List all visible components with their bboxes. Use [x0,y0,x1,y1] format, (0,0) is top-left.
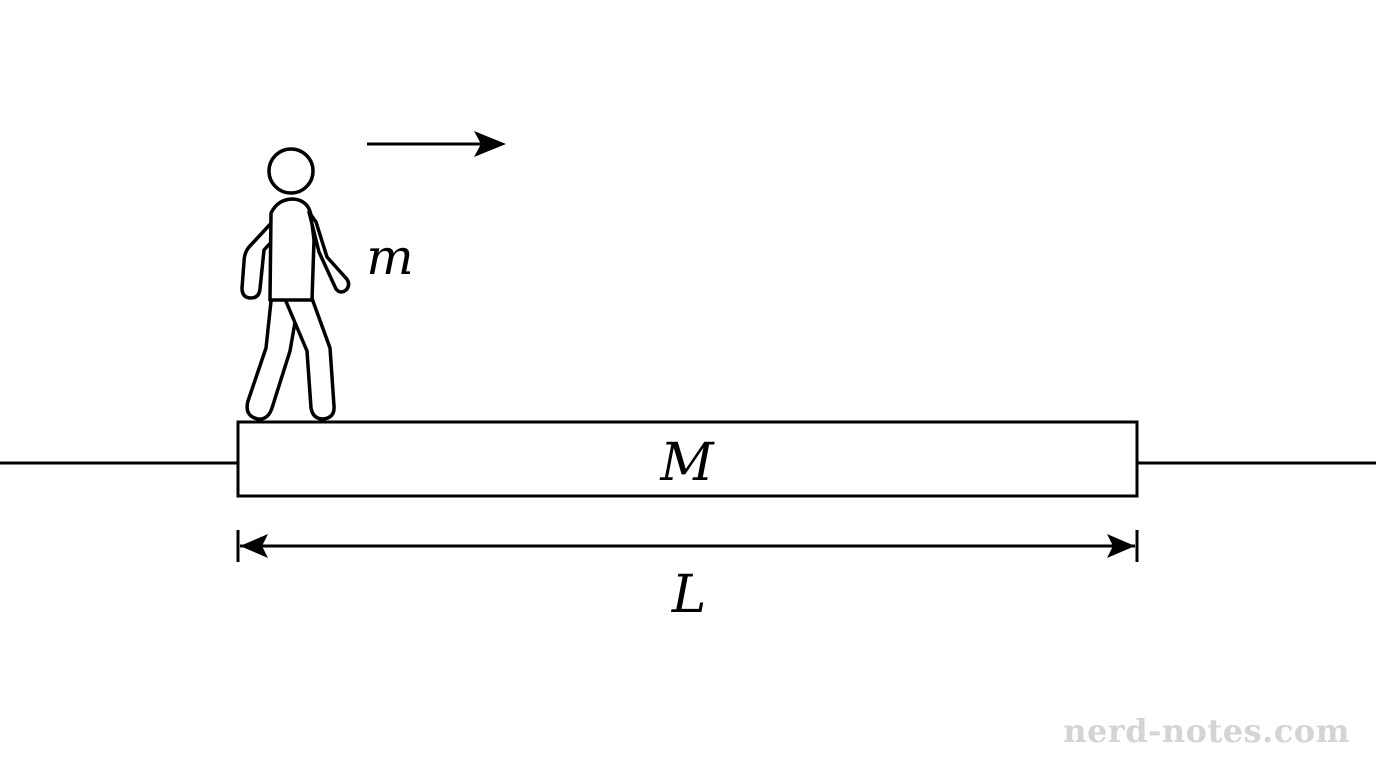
person-front-arm [307,210,351,294]
plank [236,420,1139,498]
walking-person-icon [240,147,351,421]
person-head [267,147,315,195]
person-back-leg [245,290,300,421]
dimension-arrow-left [240,534,268,558]
watermark-text: nerd-notes.com [1063,712,1350,750]
length-label: L [671,565,707,625]
length-dimension [236,530,1139,562]
motion-arrow [367,131,506,157]
person-mass-label: m [366,228,413,286]
plank-mass-label: M [659,433,715,493]
person-front-leg [280,290,336,421]
dimension-arrow-right [1107,534,1135,558]
person-torso [268,197,316,302]
